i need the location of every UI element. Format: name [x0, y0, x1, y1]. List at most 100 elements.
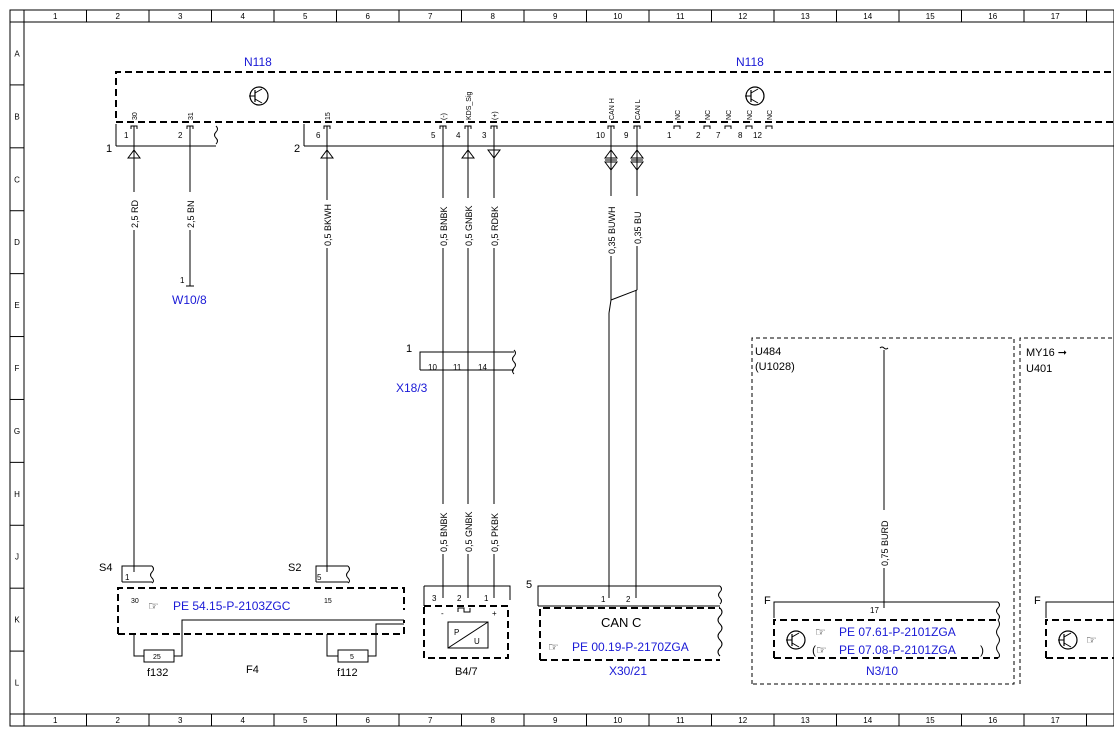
- pe-00-link[interactable]: PE 00.19-P-2170ZGA: [572, 640, 689, 654]
- sheet-frame: [9, 9, 1114, 727]
- column-number: 4: [241, 716, 246, 725]
- pin-number: 2: [178, 131, 183, 140]
- pe-07-08-link[interactable]: PE 07.08-P-2101ZGA: [839, 643, 956, 657]
- wire-label: 0,5 BNBK: [439, 512, 449, 552]
- column-number: 16: [988, 12, 997, 21]
- column-number: 5: [303, 716, 308, 725]
- pin-nc-label: NC: [726, 110, 733, 120]
- pin-plus-label: (+): [492, 111, 499, 120]
- n3-10-label[interactable]: N3/10: [866, 664, 898, 678]
- f132-label: f132: [147, 667, 168, 679]
- column-number: 13: [801, 716, 810, 725]
- u401-label: U401: [1026, 363, 1052, 375]
- n3-10-connector: [773, 601, 998, 618]
- column-number: 3: [178, 716, 183, 725]
- f112-label: f112: [337, 667, 358, 679]
- x30-21-boundary: [539, 607, 720, 660]
- pin-minus-label: (-): [441, 113, 448, 120]
- connector-1-label: 1: [106, 143, 112, 155]
- w10-8-label[interactable]: W10/8: [172, 293, 207, 307]
- column-number: 12: [738, 12, 747, 21]
- column-number: 2: [116, 12, 121, 21]
- column-number: 11: [676, 12, 685, 21]
- pin-number: 8: [738, 131, 743, 140]
- row-letter: K: [14, 616, 20, 625]
- pin-nc-label: NC: [747, 110, 754, 120]
- x30-21-connector: [537, 585, 720, 606]
- connector-2-label: 2: [294, 143, 300, 155]
- column-number: 1: [53, 716, 58, 725]
- pe-07-61-link[interactable]: PE 07.61-P-2101ZGA: [839, 625, 956, 639]
- column-number: 6: [366, 716, 371, 725]
- pin-number: 2: [457, 594, 462, 603]
- pin-number: 11: [453, 363, 462, 372]
- column-number: 11: [676, 716, 685, 725]
- pin-number: 3: [482, 131, 487, 140]
- transistor-icon: [745, 86, 765, 106]
- x18-3-pin-label: 1: [406, 343, 412, 355]
- pin-number: 1: [124, 131, 129, 140]
- s4-label: S4: [99, 562, 112, 574]
- pin-can-l-label: CAN L: [635, 99, 642, 120]
- x18-3-label[interactable]: X18/3: [396, 381, 428, 395]
- transistor-icon: [786, 630, 806, 650]
- s4-connector: [121, 565, 152, 582]
- column-number: 17: [1051, 716, 1060, 725]
- f4-label: F4: [246, 664, 259, 676]
- wire-label: 0,5 GNBK: [464, 205, 474, 246]
- pointing-hand-icon: ☞: [815, 625, 826, 639]
- u401-boundary: [1019, 337, 1114, 684]
- pin-number: 7: [716, 131, 721, 140]
- wire-label: 2,5 BN: [186, 200, 196, 228]
- transistor-icon: [249, 86, 269, 106]
- row-letter: E: [14, 301, 19, 310]
- fuse-rating: 5: [350, 654, 354, 661]
- column-number: 7: [428, 716, 433, 725]
- pin-number: 1: [125, 573, 130, 582]
- row-letter: B: [14, 112, 19, 121]
- column-number: 14: [863, 12, 872, 21]
- x30-21-label[interactable]: X30/21: [609, 664, 647, 678]
- pin-number: 4: [456, 131, 461, 140]
- n118-label-left[interactable]: N118: [244, 55, 272, 69]
- wire-break-icon: [879, 346, 889, 350]
- can-c-label: CAN C: [601, 615, 641, 630]
- column-number: 13: [801, 12, 810, 21]
- f4-boundary: [117, 587, 405, 634]
- pe-54-link[interactable]: PE 54.15-P-2103ZGC: [173, 599, 291, 613]
- pin-31-label: 31: [188, 112, 195, 120]
- column-number: 8: [491, 12, 496, 21]
- wire-label: 0,5 BKWH: [323, 204, 333, 246]
- column-number: 15: [926, 12, 935, 21]
- b4-7-label: B4/7: [455, 666, 478, 678]
- wire-label: 0,5 PKBK: [490, 513, 500, 552]
- wire-label: 2,5 RD: [130, 199, 140, 228]
- pin-30-label: 30: [132, 112, 139, 120]
- x30-21-pin5: 5: [526, 579, 532, 591]
- row-letter: G: [14, 427, 20, 436]
- column-number: 17: [1051, 12, 1060, 21]
- column-number: 8: [491, 716, 496, 725]
- pin-number: 1: [601, 595, 606, 604]
- pu-p: P: [454, 628, 459, 637]
- pin-number: 1: [667, 131, 672, 140]
- b4-7-connector: [424, 585, 511, 600]
- svg-text:): ): [980, 643, 984, 657]
- wire-label: 0,5 GNBK: [464, 511, 474, 552]
- pin-number: 5: [317, 573, 322, 582]
- column-number: 7: [428, 12, 433, 21]
- s2-label: S2: [288, 562, 301, 574]
- column-number: 16: [988, 716, 997, 725]
- row-letter: H: [14, 490, 20, 499]
- row-letter: D: [14, 238, 20, 247]
- wire-label: 0,35 BU: [633, 211, 643, 244]
- n118-label-right[interactable]: N118: [736, 55, 764, 69]
- pin-nc-label: NC: [675, 110, 682, 120]
- column-number: 5: [303, 12, 308, 21]
- n118-boundary: [115, 71, 1114, 118]
- pin-number: 5: [431, 131, 436, 140]
- pin-number: 10: [596, 131, 605, 140]
- pin-number: 17: [870, 606, 879, 615]
